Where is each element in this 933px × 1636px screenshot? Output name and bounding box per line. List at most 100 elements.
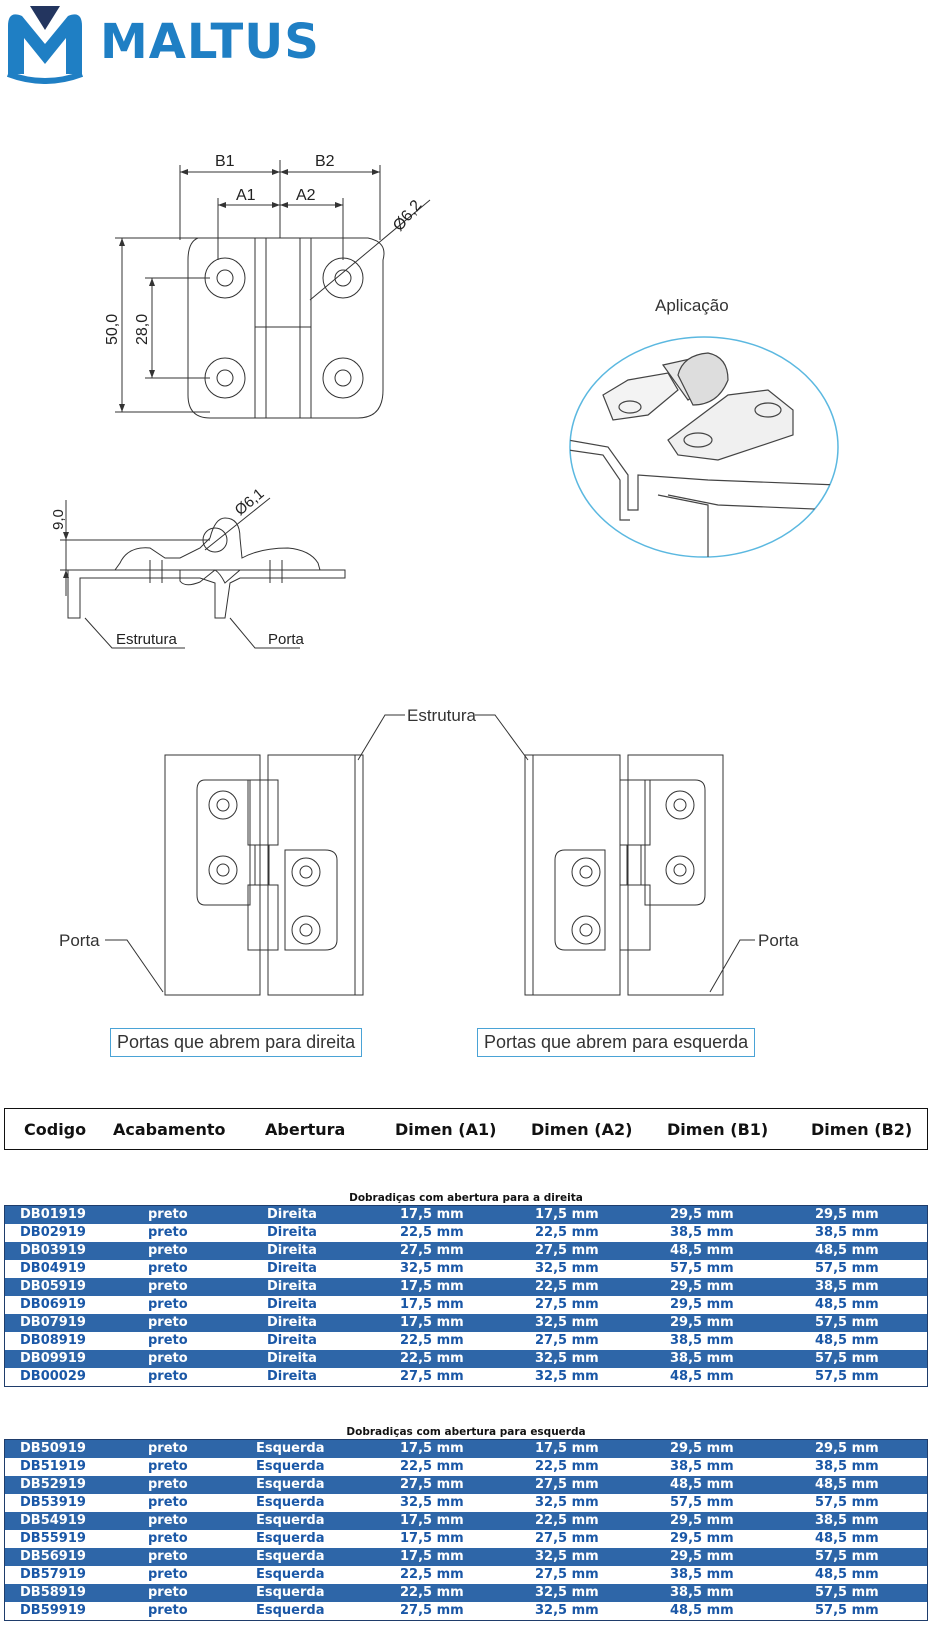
cell-acabamento: preto [148, 1225, 188, 1240]
cell-dimen-a2: 32,5 mm [535, 1261, 599, 1276]
door-label: Porta [268, 631, 305, 648]
cell-dimen-b1: 29,5 mm [670, 1207, 734, 1222]
maltus-emblem-icon [6, 6, 84, 84]
cell-acabamento: preto [148, 1333, 188, 1348]
cell-acabamento: preto [148, 1243, 188, 1258]
cell-codigo: DB51919 [20, 1459, 86, 1474]
cell-abertura: Direita [267, 1261, 317, 1276]
cell-dimen-b2: 48,5 mm [815, 1333, 879, 1348]
dim-a2-label: A2 [296, 187, 316, 204]
cell-acabamento: preto [148, 1549, 188, 1564]
cell-abertura: Esquerda [256, 1585, 325, 1600]
caption-right-opening: Portas que abrem para direita [110, 1028, 363, 1057]
cell-dimen-a1: 17,5 mm [400, 1207, 464, 1222]
cell-dimen-b1: 29,5 mm [670, 1279, 734, 1294]
cell-acabamento: preto [148, 1441, 188, 1456]
cell-dimen-a1: 22,5 mm [400, 1225, 464, 1240]
cell-dimen-b1: 57,5 mm [670, 1261, 734, 1276]
cell-dimen-b2: 48,5 mm [815, 1243, 879, 1258]
cell-acabamento: preto [148, 1477, 188, 1492]
cell-dimen-b1: 38,5 mm [670, 1333, 734, 1348]
cell-dimen-a1: 32,5 mm [400, 1495, 464, 1510]
cell-dimen-b2: 57,5 mm [815, 1495, 879, 1510]
cell-acabamento: preto [148, 1207, 188, 1222]
cell-dimen-a2: 17,5 mm [535, 1441, 599, 1456]
header-abertura: Abertura [265, 1120, 346, 1139]
dim-b1-label: B1 [215, 153, 235, 170]
cell-acabamento: preto [148, 1459, 188, 1474]
cell-codigo: DB03919 [20, 1243, 86, 1258]
cell-dimen-a1: 27,5 mm [400, 1477, 464, 1492]
cell-abertura: Esquerda [256, 1495, 325, 1510]
cell-dimen-a1: 22,5 mm [400, 1333, 464, 1348]
cell-abertura: Esquerda [256, 1459, 325, 1474]
cell-dimen-b2: 57,5 mm [815, 1351, 879, 1366]
cell-dimen-b1: 29,5 mm [670, 1531, 734, 1546]
structure-label-opening: Estrutura [407, 706, 477, 725]
cell-dimen-b2: 38,5 mm [815, 1225, 879, 1240]
cell-dimen-a2: 22,5 mm [535, 1459, 599, 1474]
cell-dimen-b1: 29,5 mm [670, 1315, 734, 1330]
cell-abertura: Direita [267, 1369, 317, 1384]
cell-dimen-a2: 22,5 mm [535, 1513, 599, 1528]
cell-dimen-b1: 38,5 mm [670, 1585, 734, 1600]
cell-dimen-b1: 48,5 mm [670, 1243, 734, 1258]
cell-abertura: Direita [267, 1243, 317, 1258]
cell-dimen-a1: 22,5 mm [400, 1585, 464, 1600]
cell-codigo: DB00029 [20, 1369, 86, 1384]
cell-dimen-b1: 29,5 mm [670, 1513, 734, 1528]
cell-dimen-b1: 29,5 mm [670, 1549, 734, 1564]
cell-dimen-b1: 38,5 mm [670, 1459, 734, 1474]
table-left-title: Dobradiças com abertura para esquerda [346, 1426, 586, 1438]
cell-dimen-a2: 32,5 mm [535, 1549, 599, 1564]
cell-dimen-b1: 48,5 mm [670, 1603, 734, 1618]
cell-codigo: DB54919 [20, 1513, 86, 1528]
cell-codigo: DB02919 [20, 1225, 86, 1240]
cell-dimen-b2: 57,5 mm [815, 1549, 879, 1564]
cell-abertura: Esquerda [256, 1513, 325, 1528]
dim-height-label: 50,0 [104, 314, 121, 345]
cell-dimen-b1: 48,5 mm [670, 1369, 734, 1384]
cell-dimen-b1: 29,5 mm [670, 1297, 734, 1312]
cell-codigo: DB05919 [20, 1279, 86, 1294]
cell-dimen-b2: 57,5 mm [815, 1585, 879, 1600]
maltus-logo: MALTUS [0, 0, 370, 90]
caption-left-opening: Portas que abrem para esquerda [477, 1028, 756, 1057]
cell-acabamento: preto [148, 1351, 188, 1366]
cell-abertura: Direita [267, 1279, 317, 1294]
cell-dimen-b2: 57,5 mm [815, 1369, 879, 1384]
hinge-front-view-drawing: B1 B2 A1 A2 Ø6,2 50,0 28,0 [104, 153, 431, 419]
cell-dimen-a2: 27,5 mm [535, 1297, 599, 1312]
cell-codigo: DB04919 [20, 1261, 86, 1276]
cell-abertura: Esquerda [256, 1549, 325, 1564]
cell-dimen-a1: 27,5 mm [400, 1243, 464, 1258]
cell-acabamento: preto [148, 1585, 188, 1600]
cell-dimen-a1: 27,5 mm [400, 1369, 464, 1384]
cell-abertura: Direita [267, 1297, 317, 1312]
dim-pitch-label: 28,0 [134, 314, 151, 345]
cell-dimen-b2: 48,5 mm [815, 1531, 879, 1546]
cell-dimen-b1: 29,5 mm [670, 1441, 734, 1456]
cell-dimen-a2: 27,5 mm [535, 1477, 599, 1492]
cell-abertura: Direita [267, 1315, 317, 1330]
brand-name: MALTUS [100, 14, 320, 70]
cell-dimen-b2: 57,5 mm [815, 1315, 879, 1330]
cell-abertura: Esquerda [256, 1441, 325, 1456]
cell-codigo: DB56919 [20, 1549, 86, 1564]
cell-dimen-a2: 32,5 mm [535, 1315, 599, 1330]
cell-dimen-b1: 38,5 mm [670, 1567, 734, 1582]
cell-dimen-a2: 32,5 mm [535, 1603, 599, 1618]
cell-dimen-b2: 48,5 mm [815, 1297, 879, 1312]
cell-dimen-a2: 27,5 mm [535, 1531, 599, 1546]
